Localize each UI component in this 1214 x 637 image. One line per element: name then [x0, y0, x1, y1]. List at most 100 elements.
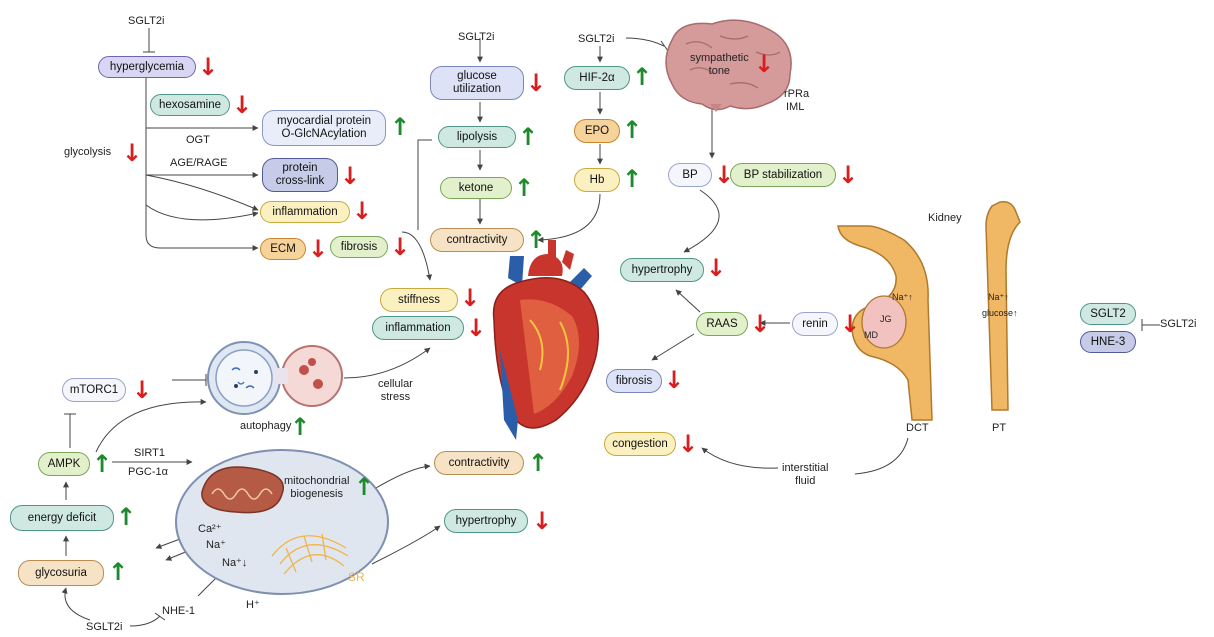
- label-md: MD: [864, 330, 878, 340]
- up-arrow-contractivity-low: ↑: [528, 449, 549, 477]
- down-arrow-congestion: ↓: [678, 430, 699, 458]
- label-kidney: Kidney: [928, 212, 962, 224]
- down-arrow-ecm: ↓: [308, 235, 329, 263]
- up-arrow-ketone: ↑: [514, 174, 535, 202]
- down-arrow-hypertrophy-right: ↓: [706, 254, 727, 282]
- label-sr: SR: [348, 570, 365, 584]
- label-glucose-up-pt: glucose↑: [982, 308, 1018, 318]
- label-glycolysis: glycolysis: [64, 146, 112, 158]
- up-arrow-myocardial: ↑: [390, 113, 411, 141]
- node-myocardial: myocardial protein O-GlcNAcylation: [262, 110, 386, 146]
- down-arrow-sympathetic: ↓: [754, 50, 775, 78]
- node-fibrosis-right: fibrosis: [606, 369, 662, 393]
- node-renin: renin: [792, 312, 838, 336]
- sglt2i-label-4: SGLT2i: [1160, 318, 1197, 330]
- node-glycosuria: glycosuria: [18, 560, 104, 586]
- down-arrow-bp-stab: ↓: [838, 161, 859, 189]
- node-epo: EPO: [574, 119, 620, 143]
- down-arrow-renin: ↓: [840, 310, 861, 338]
- up-arrow-hb: ↑: [622, 165, 643, 193]
- sglt2i-label-3: SGLT2i: [578, 33, 615, 45]
- up-arrow-hif: ↑: [632, 63, 653, 91]
- node-hyperglycemia: hyperglycemia: [98, 56, 196, 78]
- label-pt: PT: [992, 422, 1007, 434]
- down-arrow-fibrosis-right: ↓: [664, 366, 685, 394]
- autophagy-icon: [207, 341, 343, 415]
- label-cellular-stress: cellular stress: [378, 378, 413, 403]
- node-bp-stabilization: BP stabilization: [730, 163, 836, 187]
- down-arrow-raas: ↓: [750, 310, 771, 338]
- sglt2i-label-5: SGLT2i: [86, 621, 123, 633]
- node-stiffness: stiffness: [380, 288, 458, 312]
- node-hif2a: HIF-2α: [564, 66, 630, 90]
- label-interstitial: interstitial fluid: [782, 462, 829, 487]
- label-na-down: Na⁺↓: [222, 557, 248, 569]
- label-autophagy: autophagy: [240, 420, 292, 432]
- node-hypertrophy-low: hypertrophy: [444, 509, 528, 533]
- node-ketone: ketone: [440, 177, 512, 199]
- node-hexosamine: hexosamine: [150, 94, 230, 116]
- label-sirt1: SIRT1: [134, 447, 165, 459]
- node-contractivity-top: contractivity: [430, 228, 524, 252]
- node-ecm: ECM: [260, 238, 306, 260]
- label-rpra: rPRa: [784, 88, 810, 100]
- heart-icon: [492, 240, 599, 440]
- down-arrow-glucose-util: ↓: [526, 69, 547, 97]
- node-raas: RAAS: [696, 312, 748, 336]
- label-ogt: OGT: [186, 134, 210, 146]
- down-arrow-mtorc1: ↓: [132, 376, 153, 404]
- down-arrow-hexosamine: ↓: [232, 91, 253, 119]
- up-arrow-contractivity-top: ↑: [526, 226, 547, 254]
- down-arrow-inflammation-mid: ↓: [466, 314, 487, 342]
- node-bp: BP: [668, 163, 712, 187]
- label-iml: IML: [786, 101, 805, 113]
- up-arrow-ampk: ↑: [92, 450, 113, 478]
- up-arrow-glycosuria: ↑: [108, 558, 129, 586]
- up-arrow-lipolysis: ↑: [518, 123, 539, 151]
- node-protein-crosslink: protein cross-link: [262, 158, 338, 192]
- label-sympathetic: sympathetic tone: [690, 52, 749, 77]
- label-dct: DCT: [906, 422, 929, 434]
- down-arrow-hyperglycemia: ↓: [198, 53, 219, 81]
- sglt2i-label-1: SGLT2i: [128, 15, 165, 27]
- up-arrow-energy-deficit: ↑: [116, 503, 137, 531]
- label-mito: mitochondrial biogenesis: [284, 475, 350, 500]
- node-hne3: HNE-3: [1080, 331, 1136, 353]
- node-congestion: congestion: [604, 432, 676, 456]
- label-na: Na⁺: [206, 539, 226, 551]
- node-contractivity-low: contractivity: [434, 451, 524, 475]
- node-energy-deficit: energy deficit: [10, 505, 114, 531]
- node-ampk: AMPK: [38, 452, 90, 476]
- node-hypertrophy-right: hypertrophy: [620, 258, 704, 282]
- label-pgc1a: PGC-1α: [128, 466, 168, 478]
- label-ca: Ca²⁺: [198, 523, 222, 535]
- down-arrow-hypertrophy-low: ↓: [532, 507, 553, 535]
- label-jg: JG: [880, 314, 892, 324]
- node-fibrosis-top: fibrosis: [330, 236, 388, 258]
- node-lipolysis: lipolysis: [438, 126, 516, 148]
- sglt2i-label-2: SGLT2i: [458, 31, 495, 43]
- label-na-up-pt: Na⁺↑: [988, 292, 1009, 302]
- node-glucose-utilization: glucose utilization: [430, 66, 524, 100]
- brain-icon: [665, 19, 792, 112]
- node-inflammation-top: inflammation: [260, 201, 350, 223]
- label-nhe1: NHE-1: [162, 605, 196, 617]
- down-arrow-stiffness: ↓: [460, 284, 481, 312]
- down-arrow-fibrosis-top: ↓: [390, 233, 411, 261]
- label-age-rage: AGE/RAGE: [170, 157, 228, 169]
- label-h: H⁺: [246, 599, 260, 611]
- up-arrow-epo: ↑: [622, 116, 643, 144]
- node-mtorc1: mTORC1: [62, 378, 126, 402]
- down-arrow-inflammation-top: ↓: [352, 197, 373, 225]
- up-arrow-mito: ↑: [354, 473, 375, 501]
- label-na-up-dct: Na⁺↑: [892, 292, 913, 302]
- cell-icon: [175, 449, 389, 595]
- node-inflammation-mid: inflammation: [372, 316, 464, 340]
- down-arrow-bp: ↓: [714, 161, 735, 189]
- down-arrow-glycolysis: ↓: [122, 139, 143, 167]
- down-arrow-crosslink: ↓: [340, 162, 361, 190]
- kidney-tubule-icon: [837, 200, 1021, 421]
- node-hb: Hb: [574, 168, 620, 192]
